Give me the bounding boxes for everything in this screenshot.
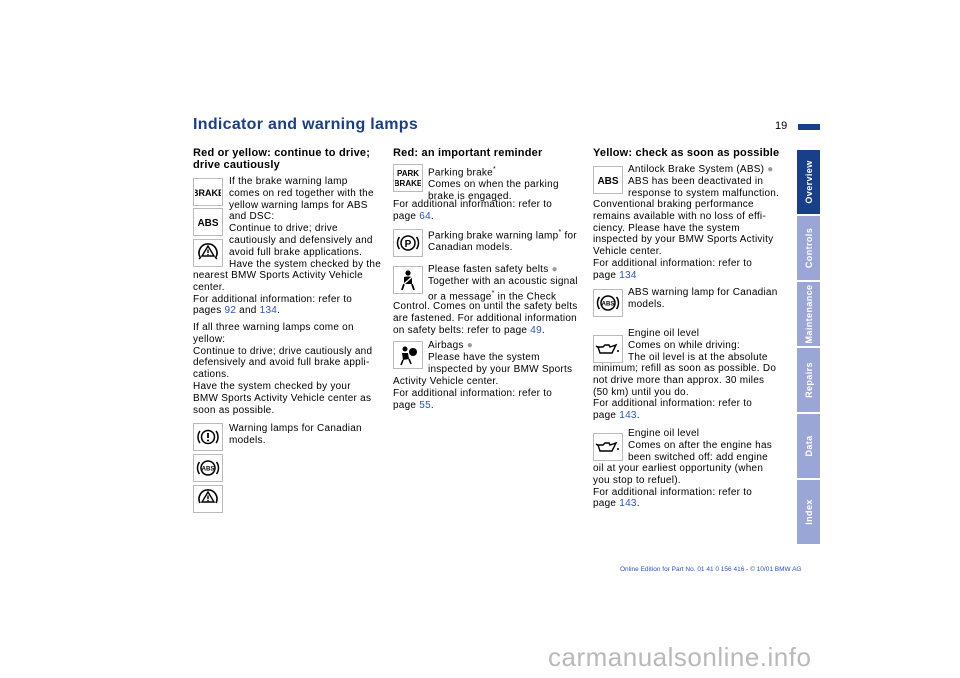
section-heading-yellow: Yellow: check as soon as possible [593,147,780,159]
page-link-64[interactable]: 64 [419,210,431,222]
abs-round-icon-text-2: ABS [602,302,615,308]
page-title: Indicator and warning lamps [193,116,419,133]
seatbelt-icon [393,266,423,294]
dsc-warning-icon [193,239,223,267]
section-heading-red-or-yellow: Red or yellow: continue to drive;drive c… [193,147,371,171]
page-link-134[interactable]: 134 [259,305,278,317]
abs-warning-icon: ABS [193,208,223,236]
abs-icon: ABS [593,166,623,194]
page-link-92[interactable]: 92 [224,305,237,317]
canadian-brake-warning-icon [193,423,223,451]
tab-index[interactable]: Index [797,480,820,544]
brake-icon-text: BRAKE [195,188,221,198]
page-number: 19 [775,120,788,132]
footer-edition-note: Online Edition for Part No. 01 41 0 156 … [620,566,802,573]
oil-can-icon [593,335,623,363]
abs-icon-text-2: ABS [597,176,618,187]
status-dot: ● [551,264,558,275]
canadian-parking-brake-text: Parking brake warning lamp* for Canadian… [428,229,577,254]
parking-brake-ref: For additional information: refer to pag… [393,199,553,222]
status-dot: ● [466,340,473,351]
header-accent-bar [798,124,820,130]
oil-can-icon-2 [593,433,623,461]
canadian-abs-warning-icon: ABS [193,454,223,482]
tab-controls[interactable]: Controls [797,216,820,280]
seatbelt-text-cont: Control. Comes on until the safety belts… [393,301,578,336]
parking-brake-icon: PARK BRAKE [393,164,423,192]
abs-text: Antilock Brake System (ABS) ● ABS has be… [628,164,780,199]
p-icon-text: P [405,239,412,250]
status-dot: ● [767,164,774,175]
tab-overview[interactable]: Overview [797,150,820,214]
tab-repairs[interactable]: Repairs [797,348,820,412]
tab-maintenance[interactable]: Maintenance [797,282,820,346]
abs-icon-text: ABS [197,218,218,229]
page-link-143[interactable]: 143 [619,410,637,422]
page-link-143[interactable]: 143 [619,498,637,510]
page-link-49[interactable]: 49 [530,324,542,336]
page-link-55[interactable]: 55 [419,399,431,411]
canadian-dsc-warning-icon [193,485,223,513]
tab-data[interactable]: Data [797,414,820,478]
watermark: carmanualsonline.info [548,642,812,672]
seatbelt-text: Please fasten safety belts ● Together wi… [428,264,578,302]
parking-brake-text: Parking brake* Comes on when the parking… [428,166,559,202]
canadian-abs-icon: ABS [593,289,623,317]
canadian-parking-brake-icon: P [393,229,423,257]
airbag-text-cont: Activity Vehicle center.For additional i… [393,376,553,411]
abs-round-icon-text: ABS [202,467,215,473]
airbag-icon [393,341,423,369]
park-icon-text-2: BRAKE [395,179,421,188]
section-heading-red: Red: an important reminder [393,147,543,159]
park-icon-text-1: PARK [397,169,419,178]
page-link-134[interactable]: 134 [619,269,637,281]
brake-warning-icon: BRAKE [193,178,223,206]
